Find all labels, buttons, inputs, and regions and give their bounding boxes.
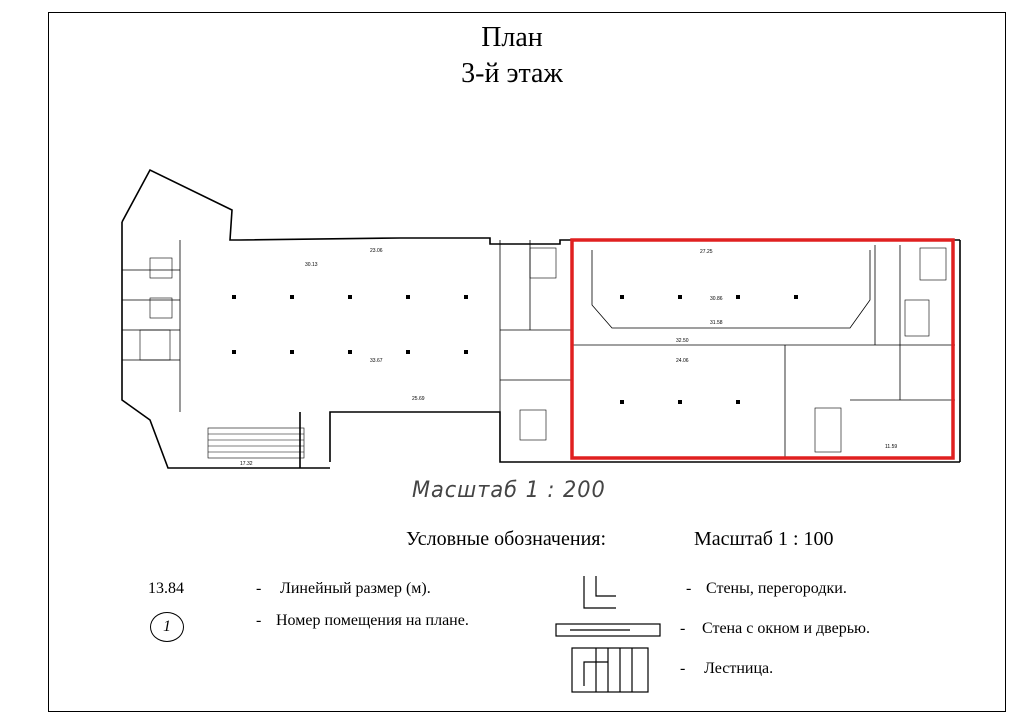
column — [464, 295, 468, 299]
building-south-wall — [329, 411, 960, 463]
inner-walls — [122, 240, 955, 458]
dimension-label: 33.67 — [370, 358, 383, 364]
legend-dash: - — [256, 580, 262, 597]
column — [736, 295, 740, 299]
drawing-frame — [48, 12, 1006, 712]
legend-dash: - — [686, 580, 692, 597]
column — [406, 350, 410, 354]
stair-symbol — [571, 647, 649, 693]
wall-symbol — [595, 576, 616, 597]
dimension-label: 11.59 — [885, 444, 897, 450]
dimension-label: 24.06 — [676, 358, 689, 364]
legend-dash: - — [680, 660, 686, 677]
curved-wall — [591, 250, 871, 329]
dimension-label: 31.58 — [710, 320, 723, 326]
legend-text-room-number: Номер помещения на плане. — [276, 612, 469, 629]
column — [464, 350, 468, 354]
stair-block — [919, 247, 947, 281]
column — [348, 350, 352, 354]
left-wing-outline — [121, 168, 240, 241]
stair-block — [207, 427, 305, 459]
column — [794, 295, 798, 299]
left-wing-west-wall — [121, 222, 330, 469]
columns — [232, 295, 798, 404]
column — [678, 400, 682, 404]
column — [290, 295, 294, 299]
stair-arrow — [583, 661, 608, 686]
legend-scale: Масштаб 1 : 100 — [694, 528, 834, 550]
column — [348, 295, 352, 299]
dimension-label: 30.86 — [710, 296, 723, 302]
dimension-label: 23.06 — [370, 248, 383, 254]
legend-text-window-door: Стена с окном и дверью. — [702, 620, 870, 637]
column — [290, 350, 294, 354]
elevator — [149, 257, 173, 279]
highlighted-area — [570, 238, 955, 460]
outer-walls — [121, 168, 961, 469]
legend-text-stairs: Лестница. — [704, 660, 774, 677]
stair-block — [139, 329, 171, 361]
legend-text-walls: Стены, перегородки. — [706, 580, 847, 597]
elevator — [149, 297, 173, 319]
window-door-symbol — [555, 623, 661, 637]
column — [406, 295, 410, 299]
plan-title: План — [481, 22, 543, 53]
column — [232, 295, 236, 299]
legend-title: Условные обозначения: — [406, 528, 607, 550]
scale-label: Масштаб 1 : 200 — [412, 478, 606, 503]
stair-block — [814, 407, 842, 453]
dimension-label: 27.25 — [700, 249, 713, 255]
dimension-label: 32.50 — [676, 338, 689, 344]
legend-dimension-sample: 13.84 — [148, 580, 184, 597]
floor-title: 3-й этаж — [461, 58, 563, 89]
column — [736, 400, 740, 404]
column — [678, 295, 682, 299]
elevator — [519, 409, 547, 441]
dimension-label: 17.32 — [240, 461, 253, 467]
stairs — [139, 247, 947, 459]
wall-symbol — [583, 576, 616, 609]
stair-block — [529, 247, 557, 279]
legend-dash: - — [680, 620, 686, 637]
column — [620, 295, 624, 299]
dimension-label: 30.13 — [305, 262, 318, 268]
legend-room-number-sample: 1 — [150, 612, 184, 642]
column — [620, 400, 624, 404]
legend-text-dimension: Линейный размер (м). — [280, 580, 431, 597]
legend-symbols — [555, 576, 661, 693]
dimension-label: 25.69 — [412, 396, 425, 402]
plan-labels: 27.25 30.86 31.58 32.50 24.06 11.59 33.6… — [240, 248, 897, 467]
legend-dash: - — [256, 612, 262, 629]
column — [232, 350, 236, 354]
elevator — [904, 299, 930, 337]
building-north-wall — [239, 237, 960, 245]
